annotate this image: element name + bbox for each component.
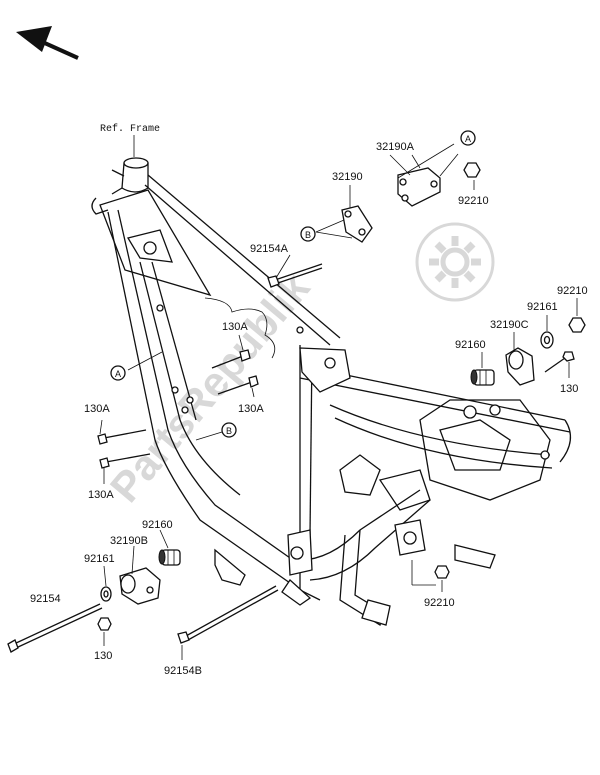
- label-130-right: 130: [560, 383, 578, 395]
- label-92210-right: 92210: [557, 285, 588, 297]
- label-32190a: 32190A: [376, 141, 415, 153]
- bracket-32190c: [505, 347, 535, 386]
- label-130a-upper: 130A: [222, 321, 248, 333]
- bracket-32190b: [119, 567, 161, 605]
- callout-b-top-label: B: [305, 230, 311, 240]
- label-92160-right: 92160: [455, 339, 486, 351]
- label-130a-lower: 130A: [88, 489, 114, 501]
- bolt-130-right: [544, 351, 575, 373]
- callout-b-frame-label: B: [226, 426, 232, 436]
- nut-92210-right: [568, 317, 586, 333]
- bolt-92154: [7, 603, 103, 653]
- label-32190c: 32190C: [490, 319, 529, 331]
- arrow-front-left-icon: [16, 26, 79, 60]
- label-92154a: 92154A: [250, 243, 289, 255]
- label-92154: 92154: [30, 593, 61, 605]
- watermark: PartsRepublik: [101, 222, 495, 511]
- nut-92210-top: [463, 162, 481, 178]
- ref-frame-label: Ref. Frame: [100, 123, 160, 135]
- callout-b-frame: B: [221, 422, 237, 438]
- frame: [91, 157, 572, 626]
- label-130-bottom: 130: [94, 650, 112, 662]
- bracket-32190: [341, 205, 373, 243]
- callout-a-top: A: [460, 130, 476, 146]
- part-labels: Ref. Frame 32190A 32190 92210 92154A 922…: [30, 123, 588, 677]
- gear-icon: [415, 222, 495, 302]
- callout-a-frame-label: A: [115, 369, 121, 379]
- bolts-130a: [97, 349, 259, 469]
- bolt-92154a: [267, 263, 323, 288]
- bushing-92160-left: [158, 549, 181, 566]
- label-92161-left: 92161: [84, 553, 115, 565]
- label-92210-top: 92210: [458, 195, 489, 207]
- callout-b-top: B: [300, 226, 316, 242]
- bracket-32190a: [397, 167, 441, 207]
- callout-a-top-label: A: [465, 134, 471, 144]
- leader-lines: [99, 135, 578, 660]
- label-32190: 32190: [332, 171, 363, 183]
- bolt-92154b: [177, 585, 279, 644]
- washer-92161-left: [100, 586, 112, 602]
- bushing-92160-right: [470, 369, 495, 386]
- label-92161-right: 92161: [527, 301, 558, 313]
- label-92160-left: 92160: [142, 519, 173, 531]
- watermark-text: PartsRepublik: [101, 264, 319, 511]
- nut-130-bottom: [97, 617, 112, 631]
- washer-92161-right: [540, 331, 554, 349]
- label-130a-left: 130A: [84, 403, 110, 415]
- label-32190b: 32190B: [110, 535, 148, 547]
- label-130a-mid: 130A: [238, 403, 264, 415]
- nut-92210-bottom: [434, 565, 450, 579]
- label-92210-bottom: 92210: [424, 597, 455, 609]
- label-92154b: 92154B: [164, 665, 202, 677]
- callout-a-frame: A: [110, 365, 126, 381]
